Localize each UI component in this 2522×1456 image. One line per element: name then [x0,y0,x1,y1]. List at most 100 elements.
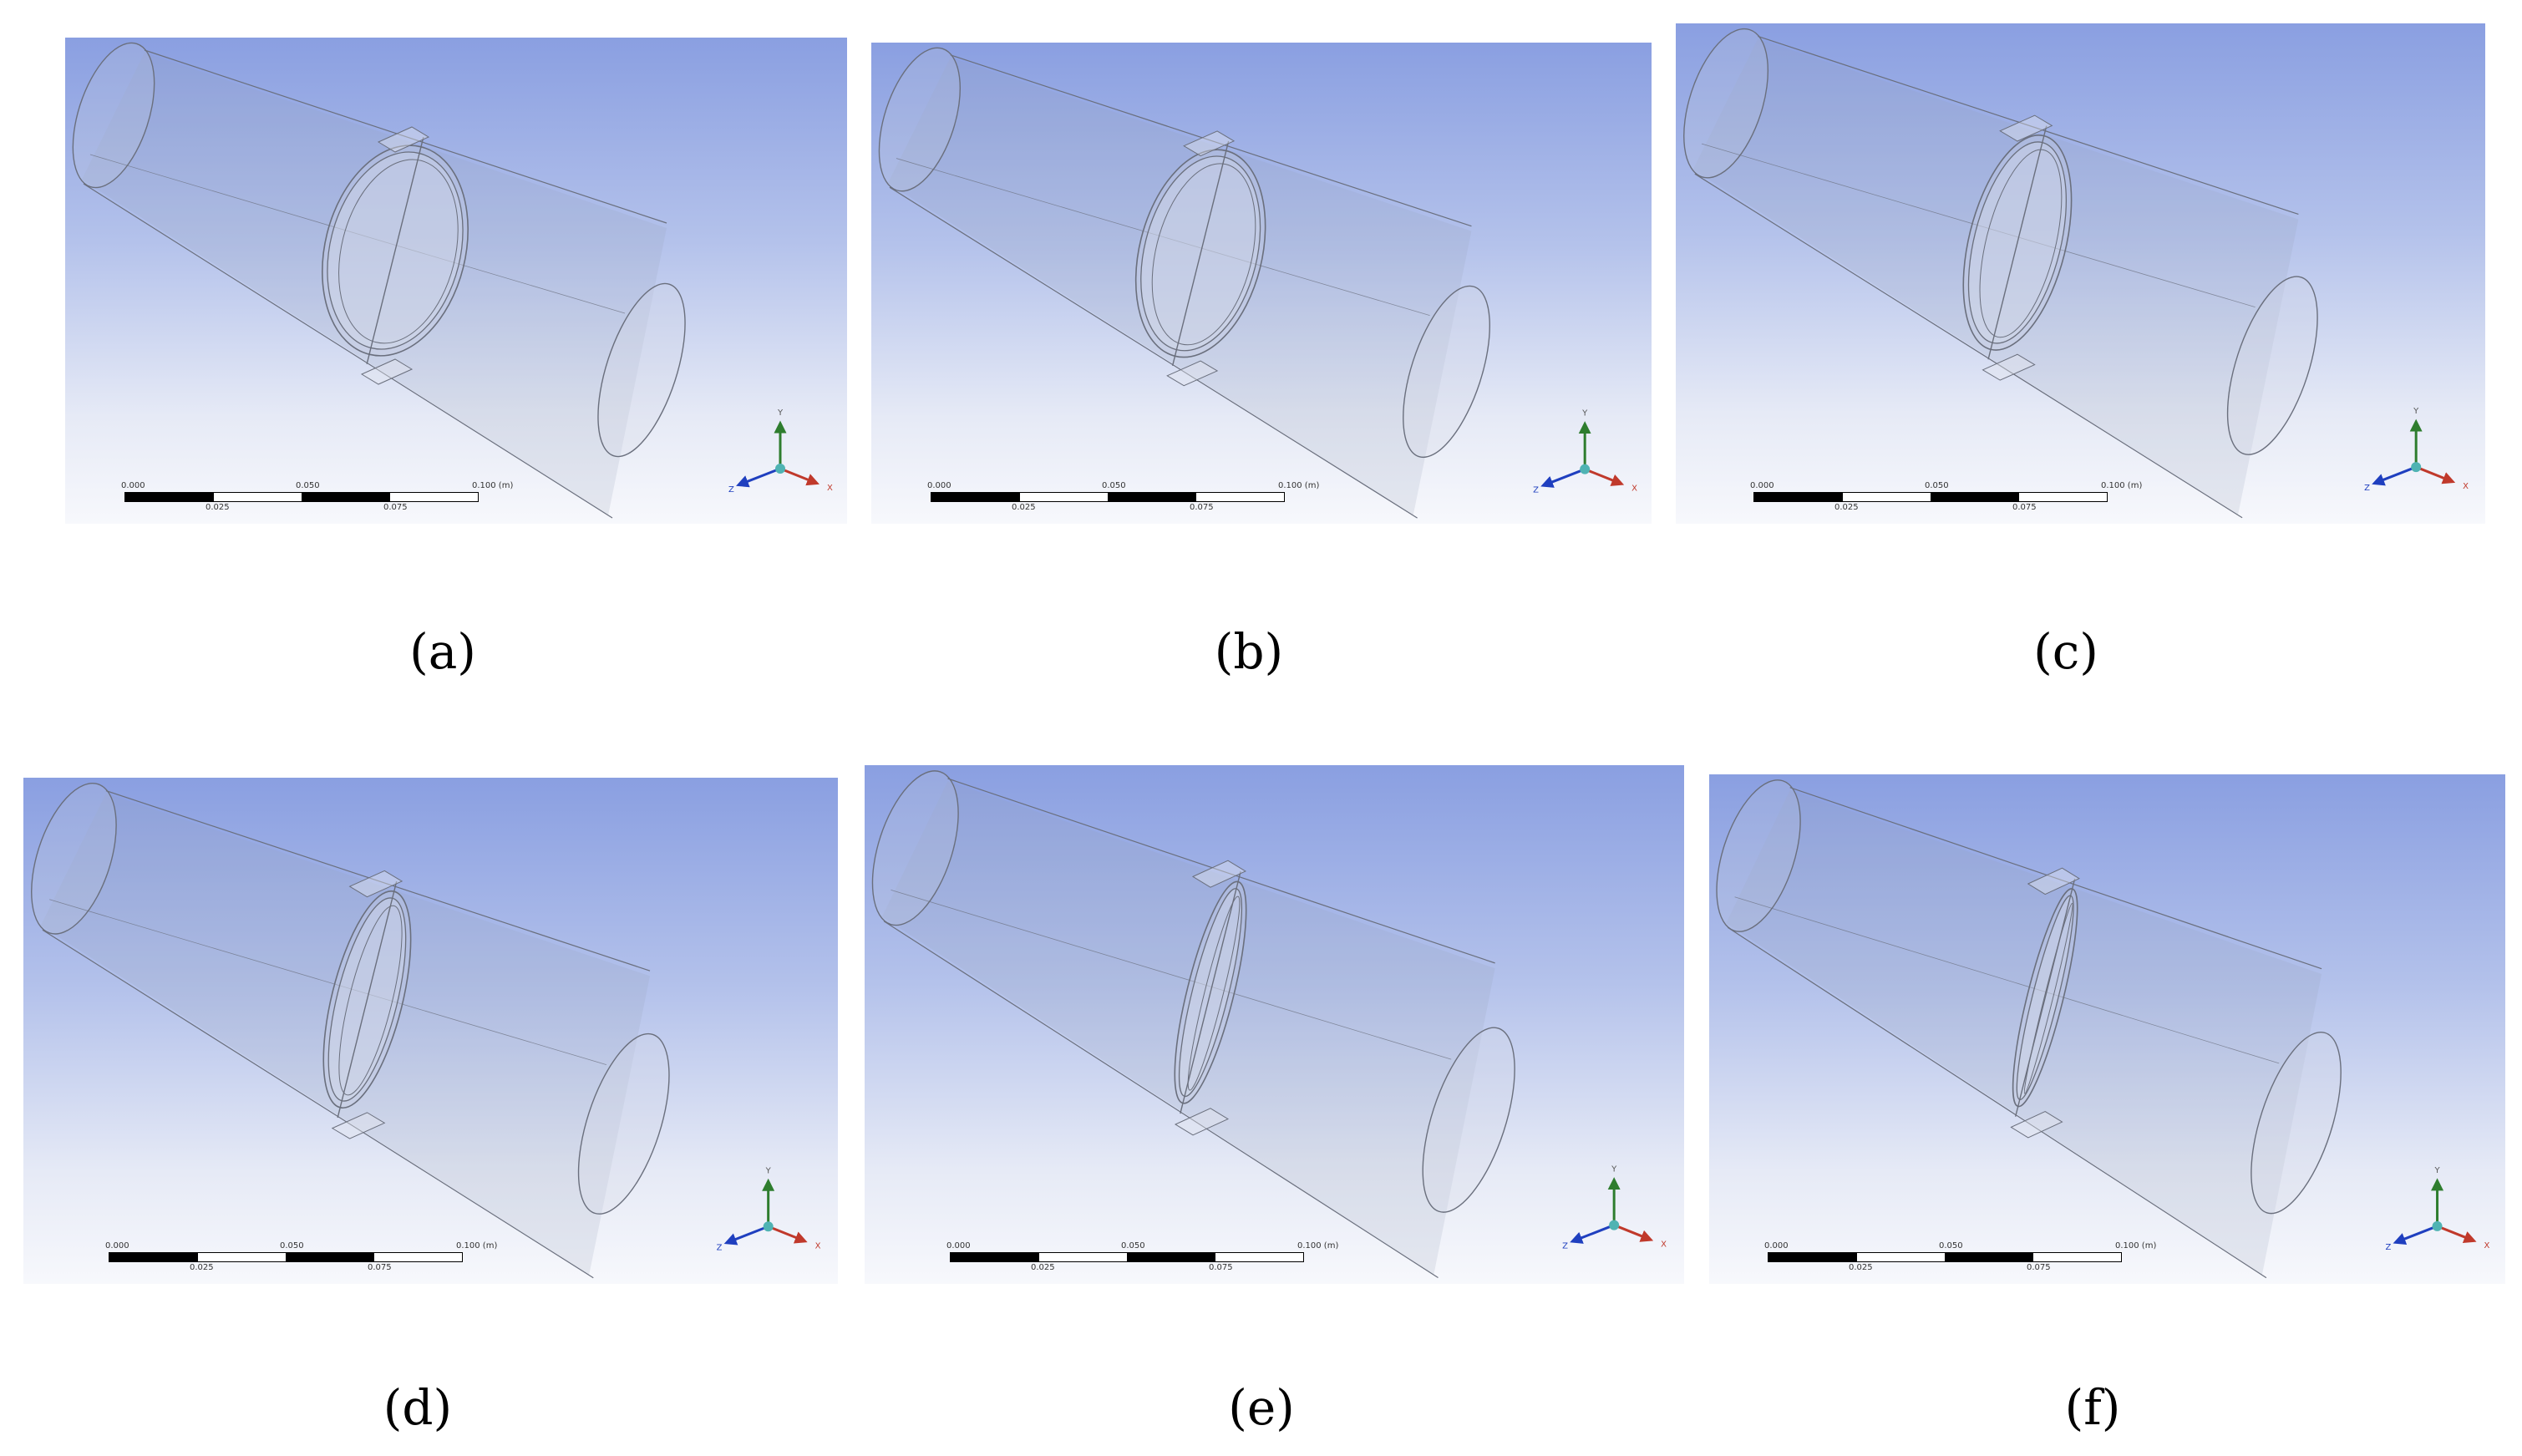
scale-tick: 0.000 [1750,481,1774,490]
valve-bracket-top [2027,867,2080,895]
valve-disc [1134,140,1266,366]
scale-tick: 0.050 [1102,481,1126,490]
triad-origin [1609,1220,1620,1230]
scale-bar: 0.000 0.050 0.100 (m) 0.025 0.075 [1750,481,2142,512]
scale-tick: 0.050 [280,1241,304,1251]
pipe-edge-bottom [1694,173,2243,519]
valve-ring-face [338,905,403,1096]
pipe-end-right [1403,285,1490,459]
x-axis-arrow [1584,468,1625,486]
y-axis-label: Y [2413,407,2419,416]
z-axis-arrow [723,1225,769,1245]
scale-tick: 0.000 [105,1241,129,1251]
y-axis-label: Y [2434,1166,2441,1175]
coordinate-triad: YXZ [2386,1166,2490,1252]
z-axis-label: Z [2386,1243,2392,1252]
scale-bar: 0.000 0.050 0.100 (m) 0.025 0.075 [1764,1241,2156,1272]
pipe-edge-mid [896,158,1430,316]
scale-tick: 0.025 [190,1263,214,1272]
scale-tick: 0.050 [296,481,320,490]
pipe-end-right [2226,276,2318,455]
coordinate-triad: YXZ [2364,407,2469,493]
viewport-panel-b: Y X Z 0.000 0.050 0.100 (m) 0.025 0.075 [871,43,1652,524]
panel-caption: (b) [1214,623,1284,680]
y-axis-label: Y [765,1166,772,1175]
triad-origin [2411,462,2422,473]
x-axis-arrow [2415,465,2456,484]
z-axis-arrow [736,467,781,488]
valve-bracket-bottom [331,1112,386,1139]
scale-tick: 0.075 [1190,503,1214,512]
valve-ring-face [2023,902,2073,1094]
scale-tick: 0.075 [2012,503,2037,512]
valve-bracket-top [348,870,403,898]
pipe-edge-top [950,54,1472,227]
z-axis-label: Z [717,1243,723,1252]
panel-caption: (d) [383,1379,453,1436]
pipe-edge-bottom [1728,926,2267,1279]
valve-bracket-top [1999,114,2053,142]
pipe-end-left [1683,28,1769,179]
scale-tick: 0.000 [927,481,951,490]
triad-origin [1580,464,1591,474]
triad-origin [2432,1220,2443,1231]
valve-shaft [1987,125,2048,360]
valve-disc [2012,878,2078,1117]
x-axis-arrow [768,1225,808,1244]
valve-ring-face [338,159,459,344]
valve-ring-face [1187,895,1241,1091]
pipe-end-left [878,47,962,192]
y-axis-label: Y [1611,1165,1617,1174]
pipe-end-left [871,770,959,926]
x-axis-arrow [779,467,820,486]
coordinate-triad: Y X Z [1533,409,1637,495]
pipe-edge-mid [1701,143,2256,308]
pipe-edge-top [947,778,1495,964]
valve-disc [322,880,412,1119]
scale-bar: 0.000 0.050 0.100 (m) 0.025 0.075 [927,481,1319,512]
coordinate-triad: YXZ [717,1166,821,1252]
z-axis-label: Z [1562,1242,1568,1251]
x-axis-label: X [1631,484,1637,494]
pipe-end-left [72,42,155,189]
valve-bracket-bottom [1166,360,1219,387]
pipe-body [82,53,667,515]
scale-tick: 0.025 [206,503,230,512]
y-axis-label: Y [777,408,784,418]
z-axis-label: Z [1533,486,1539,495]
scale-tick: 0.050 [1121,1241,1145,1251]
scale-tick: 0.100 (m) [456,1241,498,1251]
pipe-edge-top [144,49,667,224]
valve-shaft [2014,878,2076,1117]
pipe-wireframe: YXZ [1683,28,2469,519]
scale-tick: 0.025 [1849,1263,1873,1272]
valve-bracket-bottom [1982,353,2036,381]
triad-origin [763,1221,774,1232]
scale-tick: 0.100 (m) [2101,481,2143,490]
pipe-end-right [1422,1027,1515,1213]
x-axis-label: X [827,484,833,493]
pipe-end-right [597,282,686,458]
y-axis-label: Y [1581,409,1588,419]
scale-tick: 0.075 [1209,1263,1233,1272]
valve-bracket-bottom [1175,1108,1230,1136]
scale-tick: 0.100 (m) [472,481,514,490]
x-axis-arrow [1613,1224,1654,1242]
panel-caption: (e) [1228,1379,1295,1436]
pipe-body [881,781,1495,1276]
pipe-end-left [31,782,117,935]
scale-tick: 0.050 [1939,1241,1963,1251]
scale-tick: 0.075 [368,1263,392,1272]
z-axis-label: Z [728,485,734,495]
valve-bracket-top [1191,860,1246,888]
x-axis-arrow [2436,1225,2477,1244]
pipe-edge-bottom [883,921,1439,1279]
pipe-body [1692,38,2299,515]
pipe-wireframe: Y X Z [878,47,1637,519]
pipe-edge-bottom [42,929,594,1279]
pipe-edge-top [1789,787,2322,970]
